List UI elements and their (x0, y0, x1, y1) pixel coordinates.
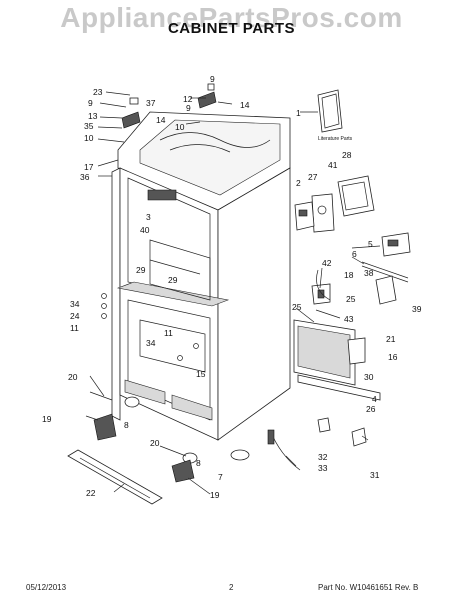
callout-30: 30 (364, 372, 374, 382)
control-module (311, 193, 335, 233)
callout-4: 4 (372, 394, 377, 404)
watermark: AppliancePartsPros.com (60, 2, 403, 33)
callout-9-mid: 9 (186, 103, 191, 113)
water-valve-and-line (267, 417, 367, 471)
literature-parts-label: Literature Parts (318, 136, 353, 142)
hinge-screws-left (101, 293, 199, 361)
cabinet-body (111, 83, 291, 441)
callout-39: 39 (412, 304, 422, 314)
callout-19-left: 19 (42, 414, 52, 424)
callout-28: 28 (342, 150, 352, 160)
callout-19: 19 (210, 490, 220, 500)
callout-5: 5 (368, 239, 373, 249)
callout-23: 23 (93, 87, 103, 97)
callout-32: 32 (318, 452, 328, 462)
callouts: 23 9 13 35 10 17 36 37 14 9 12 9 14 10 1… (42, 74, 422, 500)
callout-36: 36 (80, 172, 90, 182)
callout-12: 12 (183, 94, 193, 104)
callout-18: 18 (344, 270, 354, 280)
callout-9: 9 (88, 98, 93, 108)
callout-14-right: 14 (240, 100, 250, 110)
callout-25: 25 (292, 302, 302, 312)
callout-22: 22 (86, 488, 96, 498)
callout-8-left: 8 (124, 420, 129, 430)
callout-29-left: 29 (136, 265, 146, 275)
callout-14: 14 (156, 115, 166, 125)
callout-6: 6 (352, 249, 357, 259)
door-switch-cover (337, 175, 375, 217)
callout-11-left: 11 (70, 323, 79, 333)
callout-2: 2 (296, 178, 301, 188)
callout-34-left: 34 (70, 299, 80, 309)
callout-33: 33 (318, 463, 328, 473)
callout-16: 16 (388, 352, 398, 362)
literature-parts: Literature Parts (317, 89, 353, 142)
callout-43: 43 (344, 314, 354, 324)
callout-29: 29 (168, 275, 178, 285)
callout-20: 20 (150, 438, 160, 448)
callout-27: 27 (308, 172, 318, 182)
callout-26: 26 (366, 404, 376, 414)
callout-9-top: 9 (210, 74, 215, 84)
callout-7: 7 (218, 472, 223, 482)
toe-grille-and-cover (293, 319, 381, 401)
callout-35: 35 (84, 121, 94, 131)
base-grille (67, 449, 163, 505)
footer-date: 05/12/2013 (26, 583, 67, 592)
footer-part-number: Part No. W10461651 Rev. B (318, 583, 419, 592)
dispenser-board (294, 201, 315, 231)
callout-34: 34 (146, 338, 156, 348)
callout-1: 1 (296, 108, 301, 118)
callout-42: 42 (322, 258, 332, 268)
callout-37: 37 (146, 98, 156, 108)
callout-3: 3 (146, 212, 151, 222)
footer-page-number: 2 (229, 583, 234, 592)
roller-cap (230, 449, 250, 461)
thermistor-bracket (311, 283, 331, 305)
leveling-legs (89, 391, 198, 483)
callout-10-mid: 10 (175, 122, 185, 132)
callout-17: 17 (84, 162, 94, 172)
callout-20-left: 20 (68, 372, 78, 382)
callout-11: 11 (164, 328, 173, 338)
callout-41: 41 (328, 160, 338, 170)
callout-40: 40 (140, 225, 150, 235)
callout-15: 15 (196, 369, 206, 379)
callout-31: 31 (370, 470, 380, 480)
callout-24: 24 (70, 311, 80, 321)
leader-lines (85, 91, 381, 495)
harness-clips (361, 261, 409, 305)
callout-13: 13 (88, 111, 98, 121)
light-board (381, 232, 411, 257)
page-title: CABINET PARTS (167, 20, 296, 37)
wiring-tube (315, 269, 341, 319)
callout-8: 8 (196, 458, 201, 468)
callout-25-right: 25 (346, 294, 356, 304)
callout-10: 10 (84, 133, 94, 143)
callout-38: 38 (364, 268, 374, 278)
callout-21: 21 (386, 334, 396, 344)
